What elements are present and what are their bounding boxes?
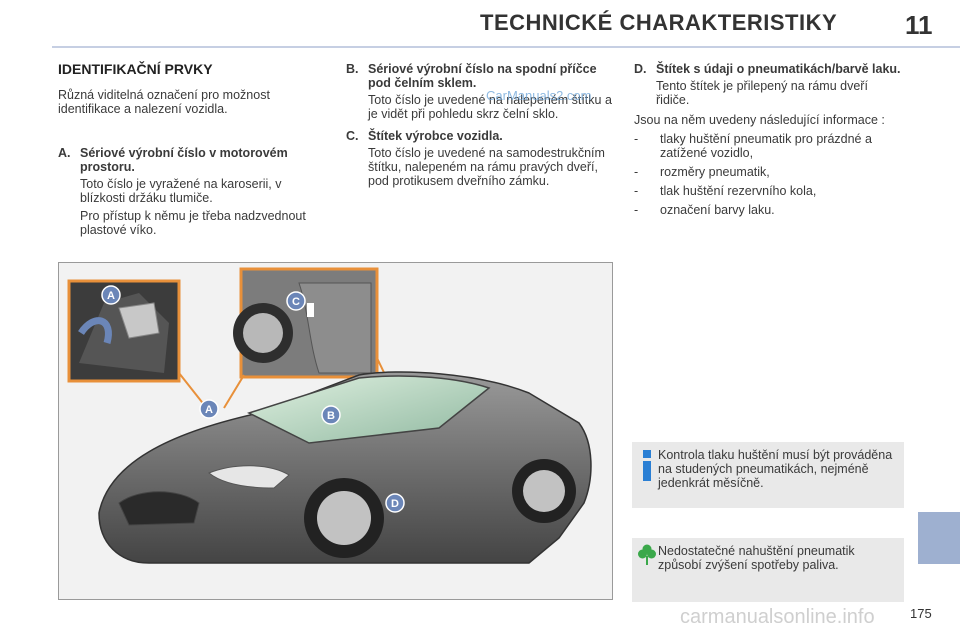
chapter-number: 11	[905, 10, 933, 40]
list-item: -tlaky huštění pneumatik pro prázdné a z…	[634, 132, 872, 160]
column-left: IDENTIFIKAČNÍ PRVKY Různá viditelná ozna…	[58, 62, 326, 237]
eco-box: Nedostatečné nahuštění pneumatik způsobí…	[632, 538, 904, 602]
item-b-text: Toto číslo je uvedené na nalepeném štítk…	[368, 93, 612, 121]
section-title: IDENTIFIKAČNÍ PRVKY	[58, 61, 213, 77]
list-item: -označení barvy laku.	[634, 203, 775, 217]
svg-text:A: A	[107, 290, 115, 302]
vin-label-sticker	[307, 303, 314, 317]
clover-leaf-icon	[638, 544, 656, 565]
svg-text:C: C	[292, 296, 300, 308]
item-a-text-2: Pro přístup k němu je třeba nadzvednout …	[80, 209, 306, 237]
info-icon	[640, 450, 654, 486]
eco-text: Nedostatečné nahuštění pneumatik způsobí…	[658, 544, 855, 572]
section-intro: Různá viditelná označení pro možnost ide…	[58, 88, 270, 116]
item-a-heading: Sériové výrobní číslo v motorovém prosto…	[80, 146, 288, 174]
item-d-heading: Štítek s údaji o pneumatikách/barvě laku…	[656, 62, 901, 76]
item-b-label: B.	[346, 62, 359, 76]
header-divider	[52, 46, 960, 48]
item-c-label: C.	[346, 129, 359, 143]
car-body	[98, 371, 592, 564]
headlight	[208, 465, 290, 489]
item-b-heading: Sériové výrobní číslo na spodní příčce p…	[368, 62, 597, 90]
marker-b: B	[321, 405, 341, 425]
item-b: B. Sériové výrobní číslo na spodní příčc…	[346, 62, 614, 90]
car-illustration: A C A B D	[67, 267, 592, 564]
column-right: D. Štítek s údaji o pneumatikách/barvě l…	[634, 62, 904, 217]
page-number: 175	[910, 606, 932, 621]
item-c-text: Toto číslo je uvedené na samodestrukčním…	[368, 146, 605, 188]
item-a-label: A.	[58, 146, 71, 160]
list-item: -rozměry pneumatik,	[634, 165, 770, 179]
front-grille	[118, 491, 200, 526]
marker-a: A	[199, 399, 219, 419]
svg-text:A: A	[205, 404, 213, 416]
page-title: TECHNICKÉ CHARAKTERISTIKY	[480, 10, 838, 35]
info-box: Kontrola tlaku huštění musí být prováděn…	[632, 442, 904, 508]
column-middle: B. Sériové výrobní číslo na spodní příčc…	[346, 62, 614, 188]
info-text: Kontrola tlaku huštění musí být prováděn…	[658, 448, 893, 490]
marker-d: D	[385, 493, 405, 513]
watermark-text: CarManuals2.com	[486, 88, 592, 103]
marker-a-inset: A	[101, 285, 121, 305]
item-a-text-1: Toto číslo je vyražené na karoserii, v b…	[80, 177, 282, 205]
footer-watermark: carmanualsonline.info	[680, 606, 875, 628]
item-c-heading: Štítek výrobce vozidla.	[368, 129, 503, 143]
chapter-side-tab	[918, 512, 960, 564]
item-d-text: Tento štítek je přilepený na rámu dveří …	[656, 79, 868, 107]
marker-c-inset: C	[286, 291, 306, 311]
item-d-label: D.	[634, 62, 647, 76]
item-c: C. Štítek výrobce vozidla.	[346, 129, 614, 143]
car-illustration-figure: A C A B D	[58, 262, 613, 600]
item-d: D. Štítek s údaji o pneumatikách/barvě l…	[634, 62, 904, 76]
arrow-icon	[78, 317, 112, 344]
tire-info-list: -tlaky huštění pneumatik pro prázdné a z…	[634, 132, 904, 217]
windshield	[247, 375, 491, 444]
item-a: A. Sériové výrobní číslo v motorovém pro…	[58, 146, 326, 174]
svg-text:D: D	[391, 498, 399, 510]
tire-info-intro: Jsou na něm uvedeny následující informac…	[634, 113, 885, 127]
svg-text:B: B	[327, 410, 335, 422]
list-item: -tlak huštění rezervního kola,	[634, 184, 817, 198]
